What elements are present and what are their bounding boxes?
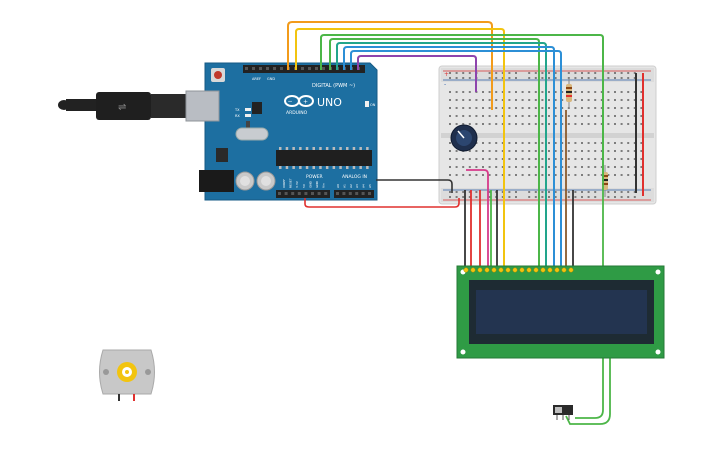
power-pin-label: GND [315,180,319,188]
breadboard-holes [449,72,643,198]
wire-black-gnd[interactable] [376,179,453,193]
wire-red-5v[interactable] [304,198,460,208]
rail-minus-label: - [444,81,446,88]
power-header [276,190,330,198]
usb-icon: ⇌ [118,102,126,113]
arduino-logo: − + [284,95,314,107]
power-pin-label: 3.3V [295,180,299,188]
dc-motor[interactable] [99,349,155,401]
wire-green-switch-1[interactable] [575,356,604,419]
arduino-uno-board[interactable]: ⇌ DIGITAL (PWM ~) GND AREF − + UNO ARDUI… [58,62,378,201]
analog-label: ANALOG IN [342,174,367,180]
chip-pins [279,147,369,169]
wire-purple[interactable] [357,55,477,92]
usb-cable[interactable]: ⇌ [58,92,186,120]
gnd-label: GND [267,77,275,81]
model-label: UNO [317,96,342,109]
bottom-pin-holes [278,192,371,195]
wire-blue[interactable] [343,46,555,268]
usb-b-port [185,90,220,122]
crystal [235,127,269,141]
power-pin-label: 5V [302,183,306,188]
wire-green-switch-2[interactable] [565,356,611,425]
analog-header [334,190,374,198]
wire-teal[interactable] [336,42,547,268]
resistor-top[interactable] [566,78,572,108]
analog-pin-label: A2 [349,184,353,188]
svg-text:−: − [288,98,293,105]
wire-orange[interactable] [287,21,493,110]
wire-blue-2[interactable] [350,50,562,268]
analog-pin-label: A5 [368,184,372,188]
power-pin-label: GND [308,180,312,188]
led-label-rx: RX [235,114,240,118]
on-label: ON [370,103,376,107]
wire-green-long[interactable] [320,34,604,180]
power-pin-label: IOREF [282,179,286,188]
rail-plus-label: + [444,71,449,78]
analog-pin-label: A1 [342,184,346,188]
led-label-tx: TX [234,108,240,112]
atmega-chip [276,150,372,166]
potentiometer[interactable] [450,124,478,152]
analog-pin-label: A0 [336,184,340,188]
wire-green-2[interactable] [329,38,540,268]
wires [287,21,611,425]
analog-pin-label: A3 [355,184,359,188]
power-jack [199,170,234,192]
power-label: POWER [306,174,323,180]
analog-pin-label: A4 [362,184,366,188]
brand-label: ARDUINO [286,110,308,116]
aref-label: AREF [252,77,261,81]
lcd-screen [476,290,647,334]
digital-label: DIGITAL (PWM ~) [312,83,355,89]
power-pin-label: Vin [322,183,326,188]
lcd-16x2[interactable] [456,265,665,359]
lcd-pin-header [463,267,574,273]
power-pin-label: RESET [289,178,293,188]
wire-yellow[interactable] [295,28,505,268]
svg-text:+: + [303,99,308,106]
slide-switch[interactable] [553,405,573,420]
wire-pink-lcd[interactable] [466,169,489,268]
